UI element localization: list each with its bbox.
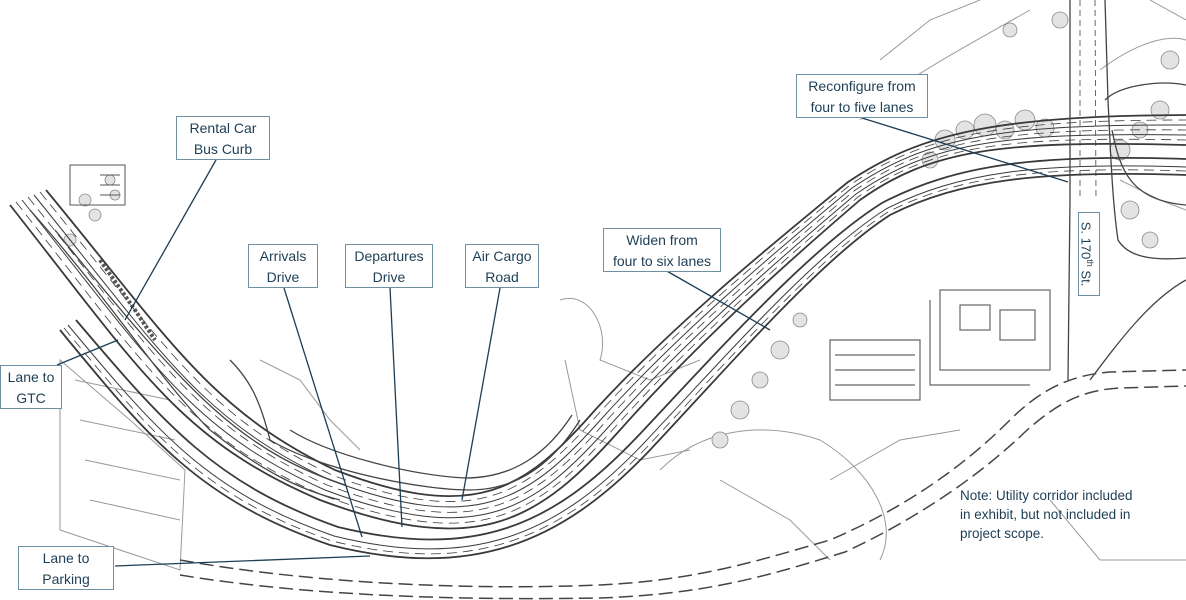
arrivals-departures-lanes xyxy=(59,156,1186,560)
roadway-lanes xyxy=(9,114,1186,530)
callout-departures-drive: Departures Drive xyxy=(345,244,433,288)
callout-lane-parking-line2: Parking xyxy=(42,571,90,587)
callout-departures-line2: Drive xyxy=(372,269,406,285)
callout-lane-to-parking: Lane to Parking xyxy=(18,546,114,590)
callout-lane-gtc-line2: GTC xyxy=(16,390,46,406)
s-170th-street-road xyxy=(1067,0,1186,381)
callout-widen-line2: four to six lanes xyxy=(612,253,712,269)
callout-departures-line1: Departures xyxy=(354,248,424,264)
callout-reconfigure-line2: four to five lanes xyxy=(810,99,914,115)
note-line3: project scope. xyxy=(960,526,1045,541)
note-line2: in exhibit, but not included in xyxy=(960,507,1131,522)
street-label-text: S. 170th St. xyxy=(1078,221,1095,287)
callout-air-cargo-line2: Road xyxy=(485,269,519,285)
callout-rental-car-line1: Rental Car xyxy=(189,120,257,136)
callout-arrivals-line2: Drive xyxy=(266,269,300,285)
callout-widen-line1: Widen from xyxy=(626,232,698,248)
street-label-s-170th: S. 170th St. xyxy=(1078,212,1100,296)
buildings xyxy=(829,289,1051,401)
utility-corridor xyxy=(179,369,1186,600)
callout-air-cargo-road: Air Cargo Road xyxy=(465,244,539,288)
callout-air-cargo-line1: Air Cargo xyxy=(472,248,532,264)
callout-lane-gtc-line1: Lane to xyxy=(7,369,55,385)
note-line1: Note: Utility corridor included xyxy=(960,488,1133,503)
callout-reconfigure-line1: Reconfigure from xyxy=(808,78,916,94)
callout-rental-car-line2: Bus Curb xyxy=(193,141,253,157)
callout-lane-parking-line1: Lane to xyxy=(42,550,90,566)
utility-corridor-note: Note: Utility corridor included in exhib… xyxy=(960,486,1133,543)
callout-lane-to-gtc: Lane to GTC xyxy=(0,365,62,409)
terminal-curbs xyxy=(29,209,581,501)
callout-reconfigure-lanes: Reconfigure from four to five lanes xyxy=(796,74,928,118)
callout-widen-lanes: Widen from four to six lanes xyxy=(603,228,721,272)
site-details xyxy=(59,0,1186,571)
callout-rental-car-bus-curb: Rental Car Bus Curb xyxy=(176,116,270,160)
parking-garage xyxy=(69,164,126,206)
callout-arrivals-drive: Arrivals Drive xyxy=(248,244,318,288)
leader-lines xyxy=(56,117,1069,567)
callout-arrivals-line1: Arrivals xyxy=(259,248,307,264)
